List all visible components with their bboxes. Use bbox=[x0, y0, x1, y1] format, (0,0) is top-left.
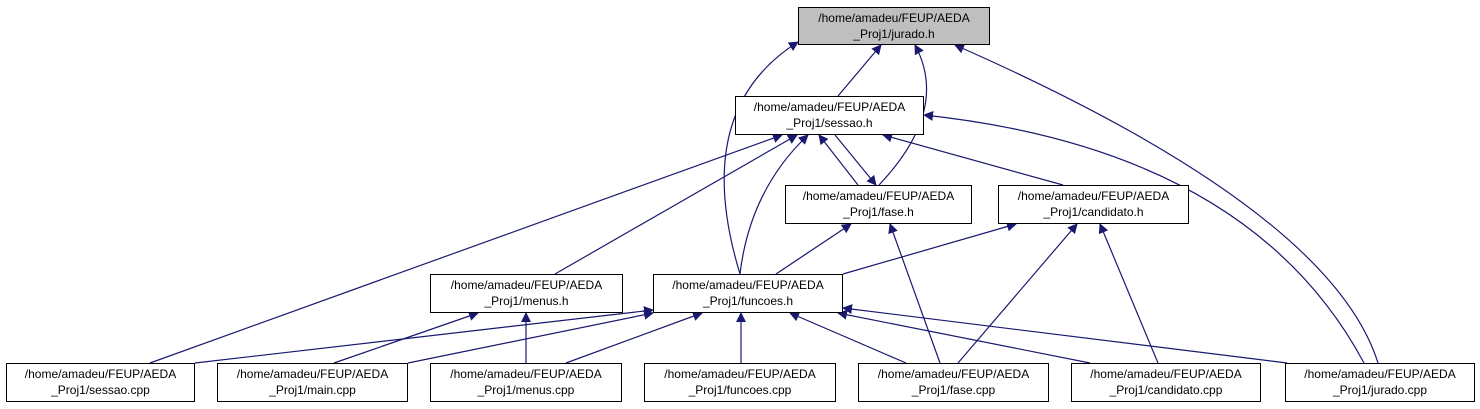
edge-sessao-h-to-fase-h bbox=[834, 134, 877, 186]
edge-funcoes-h-to-candidato-h bbox=[842, 221, 1017, 275]
node-candidato-h[interactable]: /home/amadeu/FEUP/AEDA _Proj1/candidato.… bbox=[998, 185, 1189, 224]
node-jurado-cpp-line1: /home/amadeu/FEUP/AEDA bbox=[1304, 367, 1456, 381]
edge-jurado-cpp-to-funcoes-h bbox=[842, 304, 1288, 364]
edge-menus-cpp-to-funcoes-h bbox=[565, 311, 703, 364]
edge-fase-cpp-to-fase-h bbox=[888, 223, 941, 364]
edge-candidato-cpp-to-candidato-h bbox=[1098, 223, 1159, 364]
node-candidato-cpp-line2: _Proj1/candidato.cpp bbox=[1109, 383, 1223, 397]
node-funcoes-h-line2: _Proj1/funcoes.h bbox=[702, 294, 794, 308]
edge-fase-cpp-to-candidato-h bbox=[957, 223, 1078, 364]
node-fase-h-line1: /home/amadeu/FEUP/AEDA bbox=[802, 189, 955, 203]
node-candidato-h-line2: _Proj1/candidato.h bbox=[1043, 205, 1144, 219]
edge-sessao-cpp-to-sessao-h bbox=[149, 133, 783, 364]
node-candidato-h-line1: /home/amadeu/FEUP/AEDA bbox=[1017, 189, 1170, 203]
node-sessao-cpp[interactable]: /home/amadeu/FEUP/AEDA _Proj1/sessao.cpp bbox=[6, 363, 195, 402]
node-fase-cpp-line1: /home/amadeu/FEUP/AEDA bbox=[877, 367, 1030, 381]
edge-fase-cpp-to-funcoes-h bbox=[789, 311, 907, 364]
node-main-cpp-line1: /home/amadeu/FEUP/AEDA bbox=[236, 367, 389, 381]
node-jurado-h: /home/amadeu/FEUP/AEDA _Proj1/jurado.h bbox=[798, 7, 990, 45]
node-sessao-h-line2: _Proj1/sessao.h bbox=[786, 116, 873, 130]
edge-fase-h-to-sessao-h bbox=[818, 134, 859, 186]
node-funcoes-cpp[interactable]: /home/amadeu/FEUP/AEDA _Proj1/funcoes.cp… bbox=[644, 363, 836, 402]
node-fase-h[interactable]: /home/amadeu/FEUP/AEDA _Proj1/fase.h bbox=[785, 185, 972, 224]
node-menus-h-line2: _Proj1/menus.h bbox=[484, 294, 569, 308]
edge-candidato-h-to-sessao-h bbox=[882, 132, 1064, 186]
edge-funcoes-h-to-jurado-h bbox=[723, 41, 799, 275]
node-sessao-h-line1: /home/amadeu/FEUP/AEDA bbox=[753, 100, 906, 114]
edge-sessao-h-to-jurado-h bbox=[837, 44, 882, 97]
node-funcoes-cpp-line2: _Proj1/funcoes.cpp bbox=[688, 383, 792, 397]
node-jurado-cpp[interactable]: /home/amadeu/FEUP/AEDA _Proj1/jurado.cpp bbox=[1285, 363, 1475, 402]
node-jurado-h-line1: /home/amadeu/FEUP/AEDA bbox=[818, 11, 970, 25]
node-sessao-cpp-line2: _Proj1/sessao.cpp bbox=[51, 383, 150, 397]
node-menus-cpp-line1: /home/amadeu/FEUP/AEDA bbox=[450, 367, 602, 381]
node-candidato-cpp[interactable]: /home/amadeu/FEUP/AEDA _Proj1/candidato.… bbox=[1071, 363, 1261, 402]
node-menus-cpp-line2: _Proj1/menus.cpp bbox=[477, 383, 575, 397]
edge-main-cpp-to-funcoes-h bbox=[407, 309, 654, 364]
node-menus-cpp[interactable]: /home/amadeu/FEUP/AEDA _Proj1/menus.cpp bbox=[430, 363, 622, 402]
node-menus-h[interactable]: /home/amadeu/FEUP/AEDA _Proj1/menus.h bbox=[430, 274, 623, 313]
node-fase-h-line2: _Proj1/fase.h bbox=[843, 205, 914, 219]
edge-funcoes-h-to-sessao-h bbox=[739, 134, 809, 275]
edge-funcoes-h-to-fase-h bbox=[775, 223, 852, 275]
node-funcoes-cpp-line1: /home/amadeu/FEUP/AEDA bbox=[664, 367, 816, 381]
node-main-cpp-line2: _Proj1/main.cpp bbox=[269, 383, 356, 397]
node-sessao-cpp-line1: /home/amadeu/FEUP/AEDA bbox=[24, 367, 177, 381]
node-jurado-h-line2: _Proj1/jurado.h bbox=[853, 27, 935, 41]
edge-jurado-cpp-to-jurado-h bbox=[954, 44, 1379, 364]
node-jurado-cpp-line2: _Proj1/jurado.cpp bbox=[1332, 383, 1428, 397]
node-candidato-cpp-line1: /home/amadeu/FEUP/AEDA bbox=[1090, 367, 1242, 381]
node-funcoes-h-line1: /home/amadeu/FEUP/AEDA bbox=[672, 278, 824, 292]
node-sessao-h[interactable]: /home/amadeu/FEUP/AEDA _Proj1/sessao.h bbox=[735, 96, 924, 135]
edge-jurado-cpp-to-sessao-h bbox=[923, 110, 1365, 364]
edge-menus-h-to-sessao-h bbox=[554, 134, 798, 275]
node-menus-h-line1: /home/amadeu/FEUP/AEDA bbox=[450, 278, 603, 292]
edge-sessao-cpp-to-funcoes-h bbox=[194, 306, 654, 364]
node-fase-cpp-line2: _Proj1/fase.cpp bbox=[911, 383, 996, 397]
node-funcoes-h[interactable]: /home/amadeu/FEUP/AEDA _Proj1/funcoes.h bbox=[653, 274, 843, 313]
node-fase-cpp[interactable]: /home/amadeu/FEUP/AEDA _Proj1/fase.cpp bbox=[858, 363, 1049, 402]
node-main-cpp[interactable]: /home/amadeu/FEUP/AEDA _Proj1/main.cpp bbox=[217, 363, 408, 402]
edge-candidato-cpp-to-funcoes-h bbox=[837, 309, 1091, 364]
